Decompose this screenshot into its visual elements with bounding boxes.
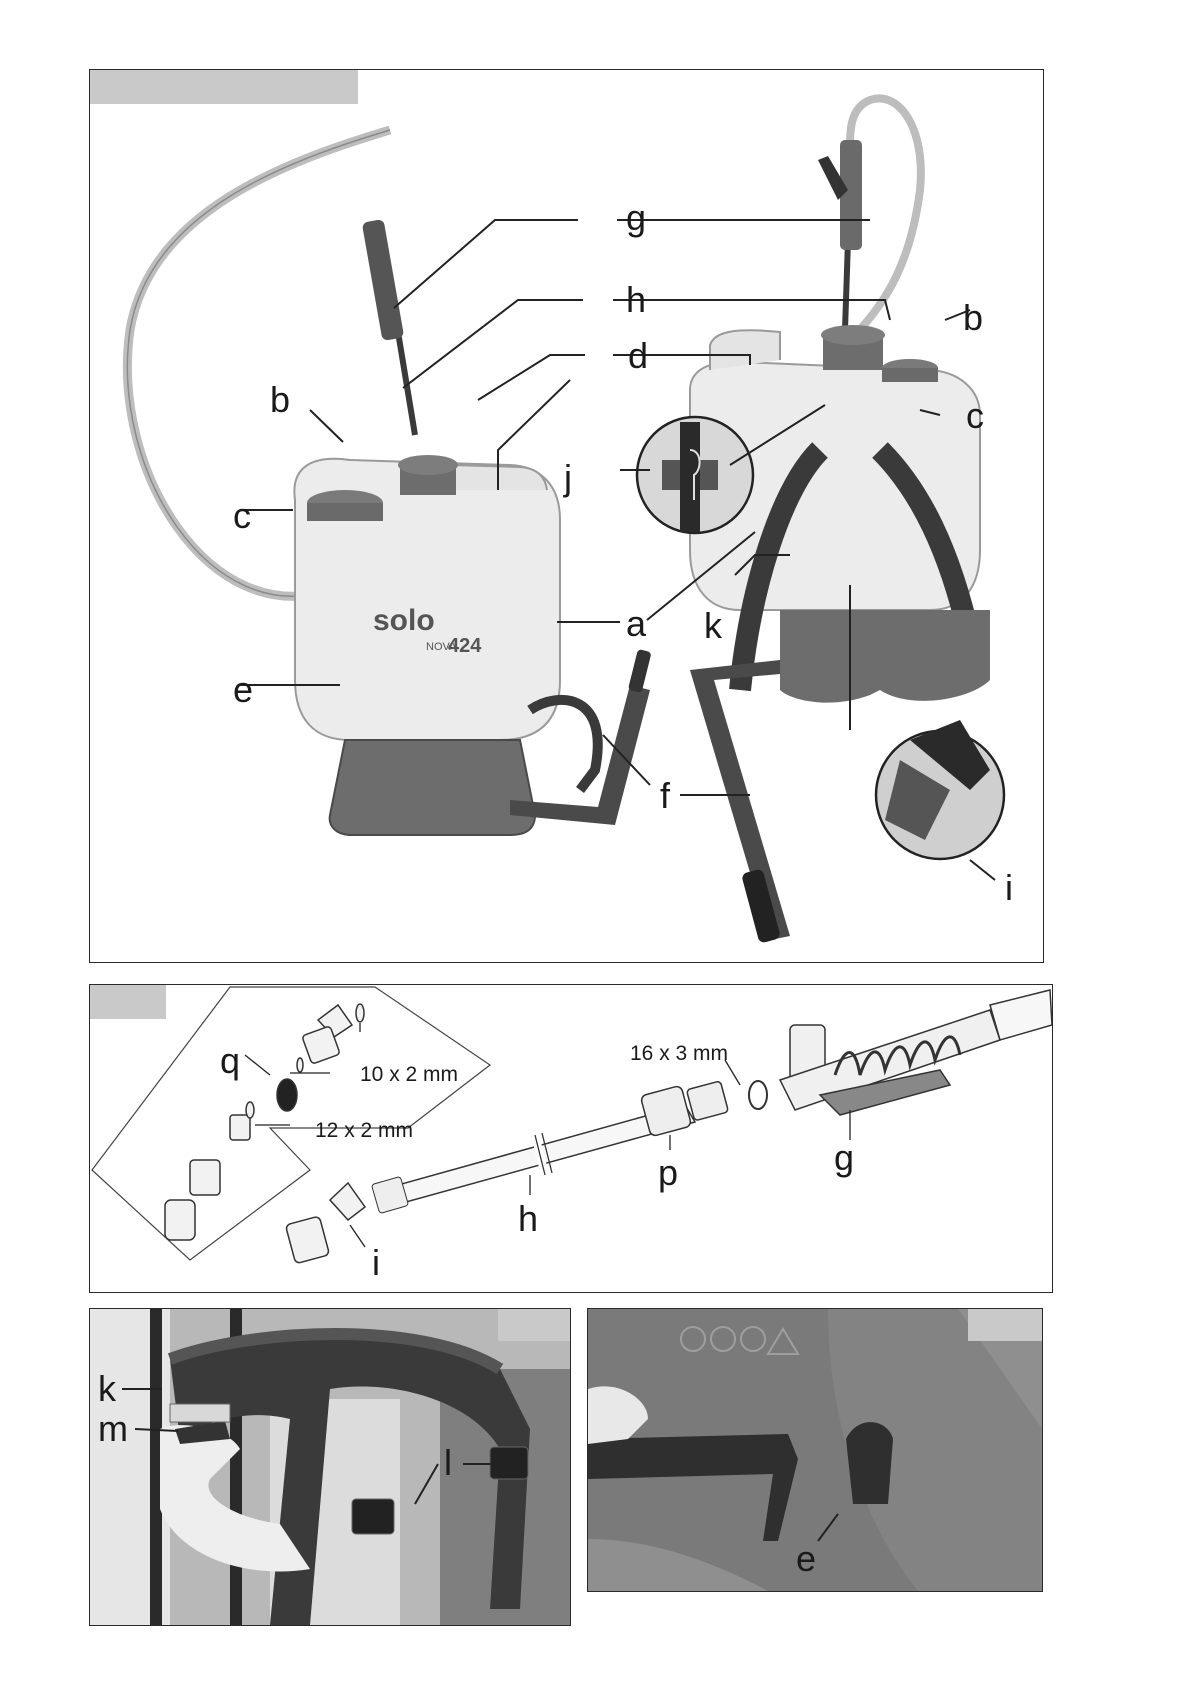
label-d: d (628, 335, 648, 376)
spray-handle (362, 219, 405, 341)
base (330, 740, 535, 835)
label-h: h (626, 279, 646, 320)
label-i: i (1005, 867, 1013, 908)
figure-3-photo: k m l (90, 1309, 570, 1625)
buckle-left (352, 1499, 394, 1534)
label-l: l (444, 1442, 452, 1483)
label-e-fig4: e (796, 1538, 816, 1579)
label-g-fig2: g (834, 1137, 854, 1178)
label-b-left: b (270, 379, 290, 420)
figure-3-panel: k m l (89, 1308, 571, 1626)
label-b-right: b (963, 297, 983, 338)
label-j: j (563, 457, 572, 498)
dim-10x2: 10 x 2 mm (360, 1063, 458, 1086)
label-p: p (658, 1152, 678, 1193)
figure-4-tab (968, 1309, 1042, 1341)
brand-model-number: 424 (448, 635, 482, 657)
figure-1-panel: solo NOVA 424 (89, 69, 1044, 963)
label-e: e (233, 669, 253, 710)
label-k: k (704, 605, 723, 646)
brand-logo: solo (373, 604, 435, 637)
figure-4-photo: e (588, 1309, 1042, 1591)
o-ring (749, 1081, 767, 1109)
label-c-left: c (233, 495, 251, 536)
label-a: a (626, 603, 647, 644)
figure-2-exploded-view: q 16 x 3 mm 10 x 2 mm 12 x 2 mm p g h i (90, 985, 1052, 1292)
label-i-fig2: i (372, 1242, 380, 1283)
dim-16x3: 16 x 3 mm (630, 1042, 728, 1065)
label-c-right: c (966, 395, 984, 436)
figure-4-panel: e (587, 1308, 1043, 1592)
figure-3-tab (498, 1309, 570, 1341)
buckle-right (490, 1447, 528, 1479)
label-g: g (626, 197, 646, 238)
figure-2-panel: q 16 x 3 mm 10 x 2 mm 12 x 2 mm p g h i (89, 984, 1053, 1293)
label-h-fig2: h (518, 1198, 538, 1239)
figure-1-illustration: solo NOVA 424 (90, 70, 1043, 962)
label-k-fig3: k (98, 1368, 117, 1409)
strap-loop (846, 1422, 893, 1504)
label-f: f (660, 775, 671, 816)
label-m: m (98, 1408, 128, 1449)
label-q: q (220, 1040, 240, 1081)
spray-handle-right (840, 140, 862, 250)
dim-12x2: 12 x 2 mm (315, 1119, 413, 1142)
